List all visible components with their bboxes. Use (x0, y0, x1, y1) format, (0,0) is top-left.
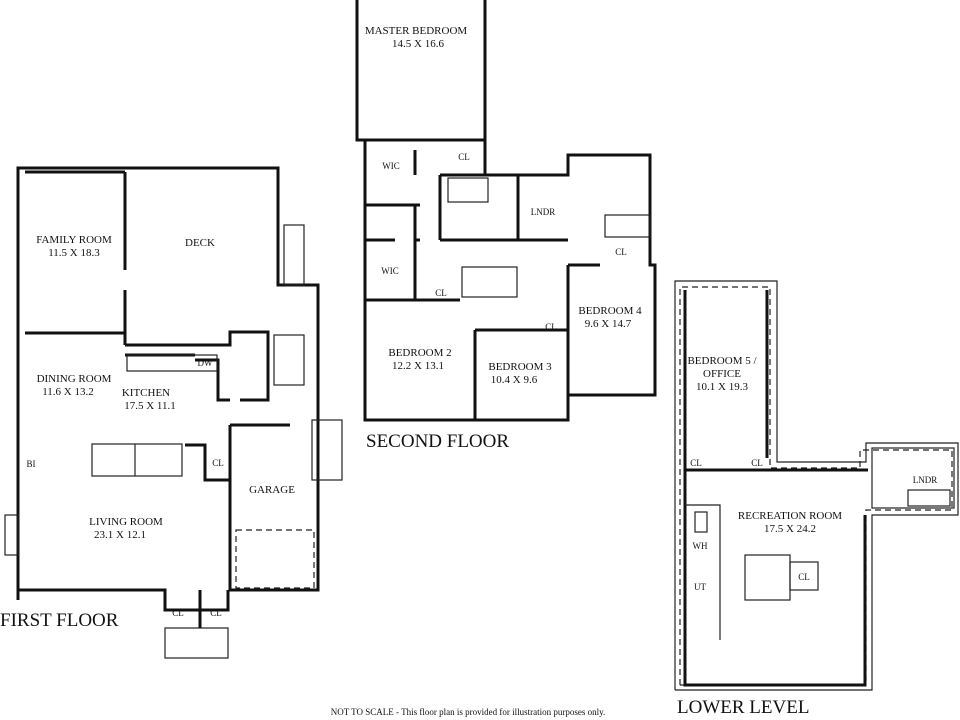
bedroom-2-size: 12.2 X 13.1 (392, 360, 444, 372)
dining-room-label: DINING ROOM (37, 373, 112, 385)
water-heater-label: WH (693, 541, 708, 551)
second-floor-title: SECOND FLOOR (366, 431, 509, 452)
kitchen-label: KITCHEN (122, 387, 170, 399)
closet-label: CL (545, 322, 557, 332)
walk-in-closet-label: WIC (381, 266, 399, 276)
lower-level-title: LOWER LEVEL (677, 697, 809, 718)
family-room-label: FAMILY ROOM (36, 234, 112, 246)
dining-room-size: 11.6 X 13.2 (42, 386, 94, 398)
first-floor-title: FIRST FLOOR (0, 610, 119, 631)
bedroom-4-size: 9.6 X 14.7 (585, 318, 632, 330)
bedroom-2-label: BEDROOM 2 (388, 347, 451, 359)
recreation-room-label: RECREATION ROOM (738, 510, 842, 522)
second-floor-plan (355, 0, 657, 422)
bedroom-5-label-line2: OFFICE (703, 368, 741, 380)
master-bedroom-size: 14.5 X 16.6 (392, 38, 444, 50)
lower-level-plan (674, 280, 959, 691)
closet-label: CL (751, 458, 763, 468)
bedroom-5-size: 10.1 X 19.3 (696, 381, 748, 393)
closet-label: CL (212, 458, 224, 468)
garage-label: GARAGE (249, 484, 295, 496)
closet-label: CL (798, 572, 810, 582)
recreation-room-size: 17.5 X 24.2 (764, 523, 816, 535)
closet-label: CL (690, 458, 702, 468)
bedroom-3-label: BEDROOM 3 (488, 361, 552, 373)
master-bedroom-label: MASTER BEDROOM (365, 25, 468, 37)
kitchen-size: 17.5 X 11.1 (124, 400, 176, 412)
deck-label: DECK (185, 237, 215, 249)
closet-label: CL (615, 247, 627, 257)
closet-label: CL (210, 608, 222, 618)
living-room-size: 23.1 X 12.1 (94, 529, 146, 541)
closet-label: CL (458, 152, 470, 162)
utility-label: UT (694, 582, 706, 592)
bedroom-3-size: 10.4 X 9.6 (491, 374, 538, 386)
built-in-label: BI (27, 459, 36, 469)
closet-label: CL (435, 288, 447, 298)
walk-in-closet-label: WIC (382, 161, 400, 171)
disclaimer: NOT TO SCALE - This floor plan is provid… (331, 707, 605, 717)
living-room-label: LIVING ROOM (89, 516, 163, 528)
bedroom-5-label: BEDROOM 5 / (687, 355, 757, 367)
closet-label: CL (172, 608, 184, 618)
bedroom-4-label: BEDROOM 4 (578, 305, 642, 317)
first-floor-plan (4, 166, 343, 659)
laundry-label: LNDR (531, 207, 556, 217)
laundry-label: LNDR (913, 475, 938, 485)
dishwasher-label: DW (198, 358, 213, 368)
family-room-size: 11.5 X 18.3 (48, 247, 100, 259)
